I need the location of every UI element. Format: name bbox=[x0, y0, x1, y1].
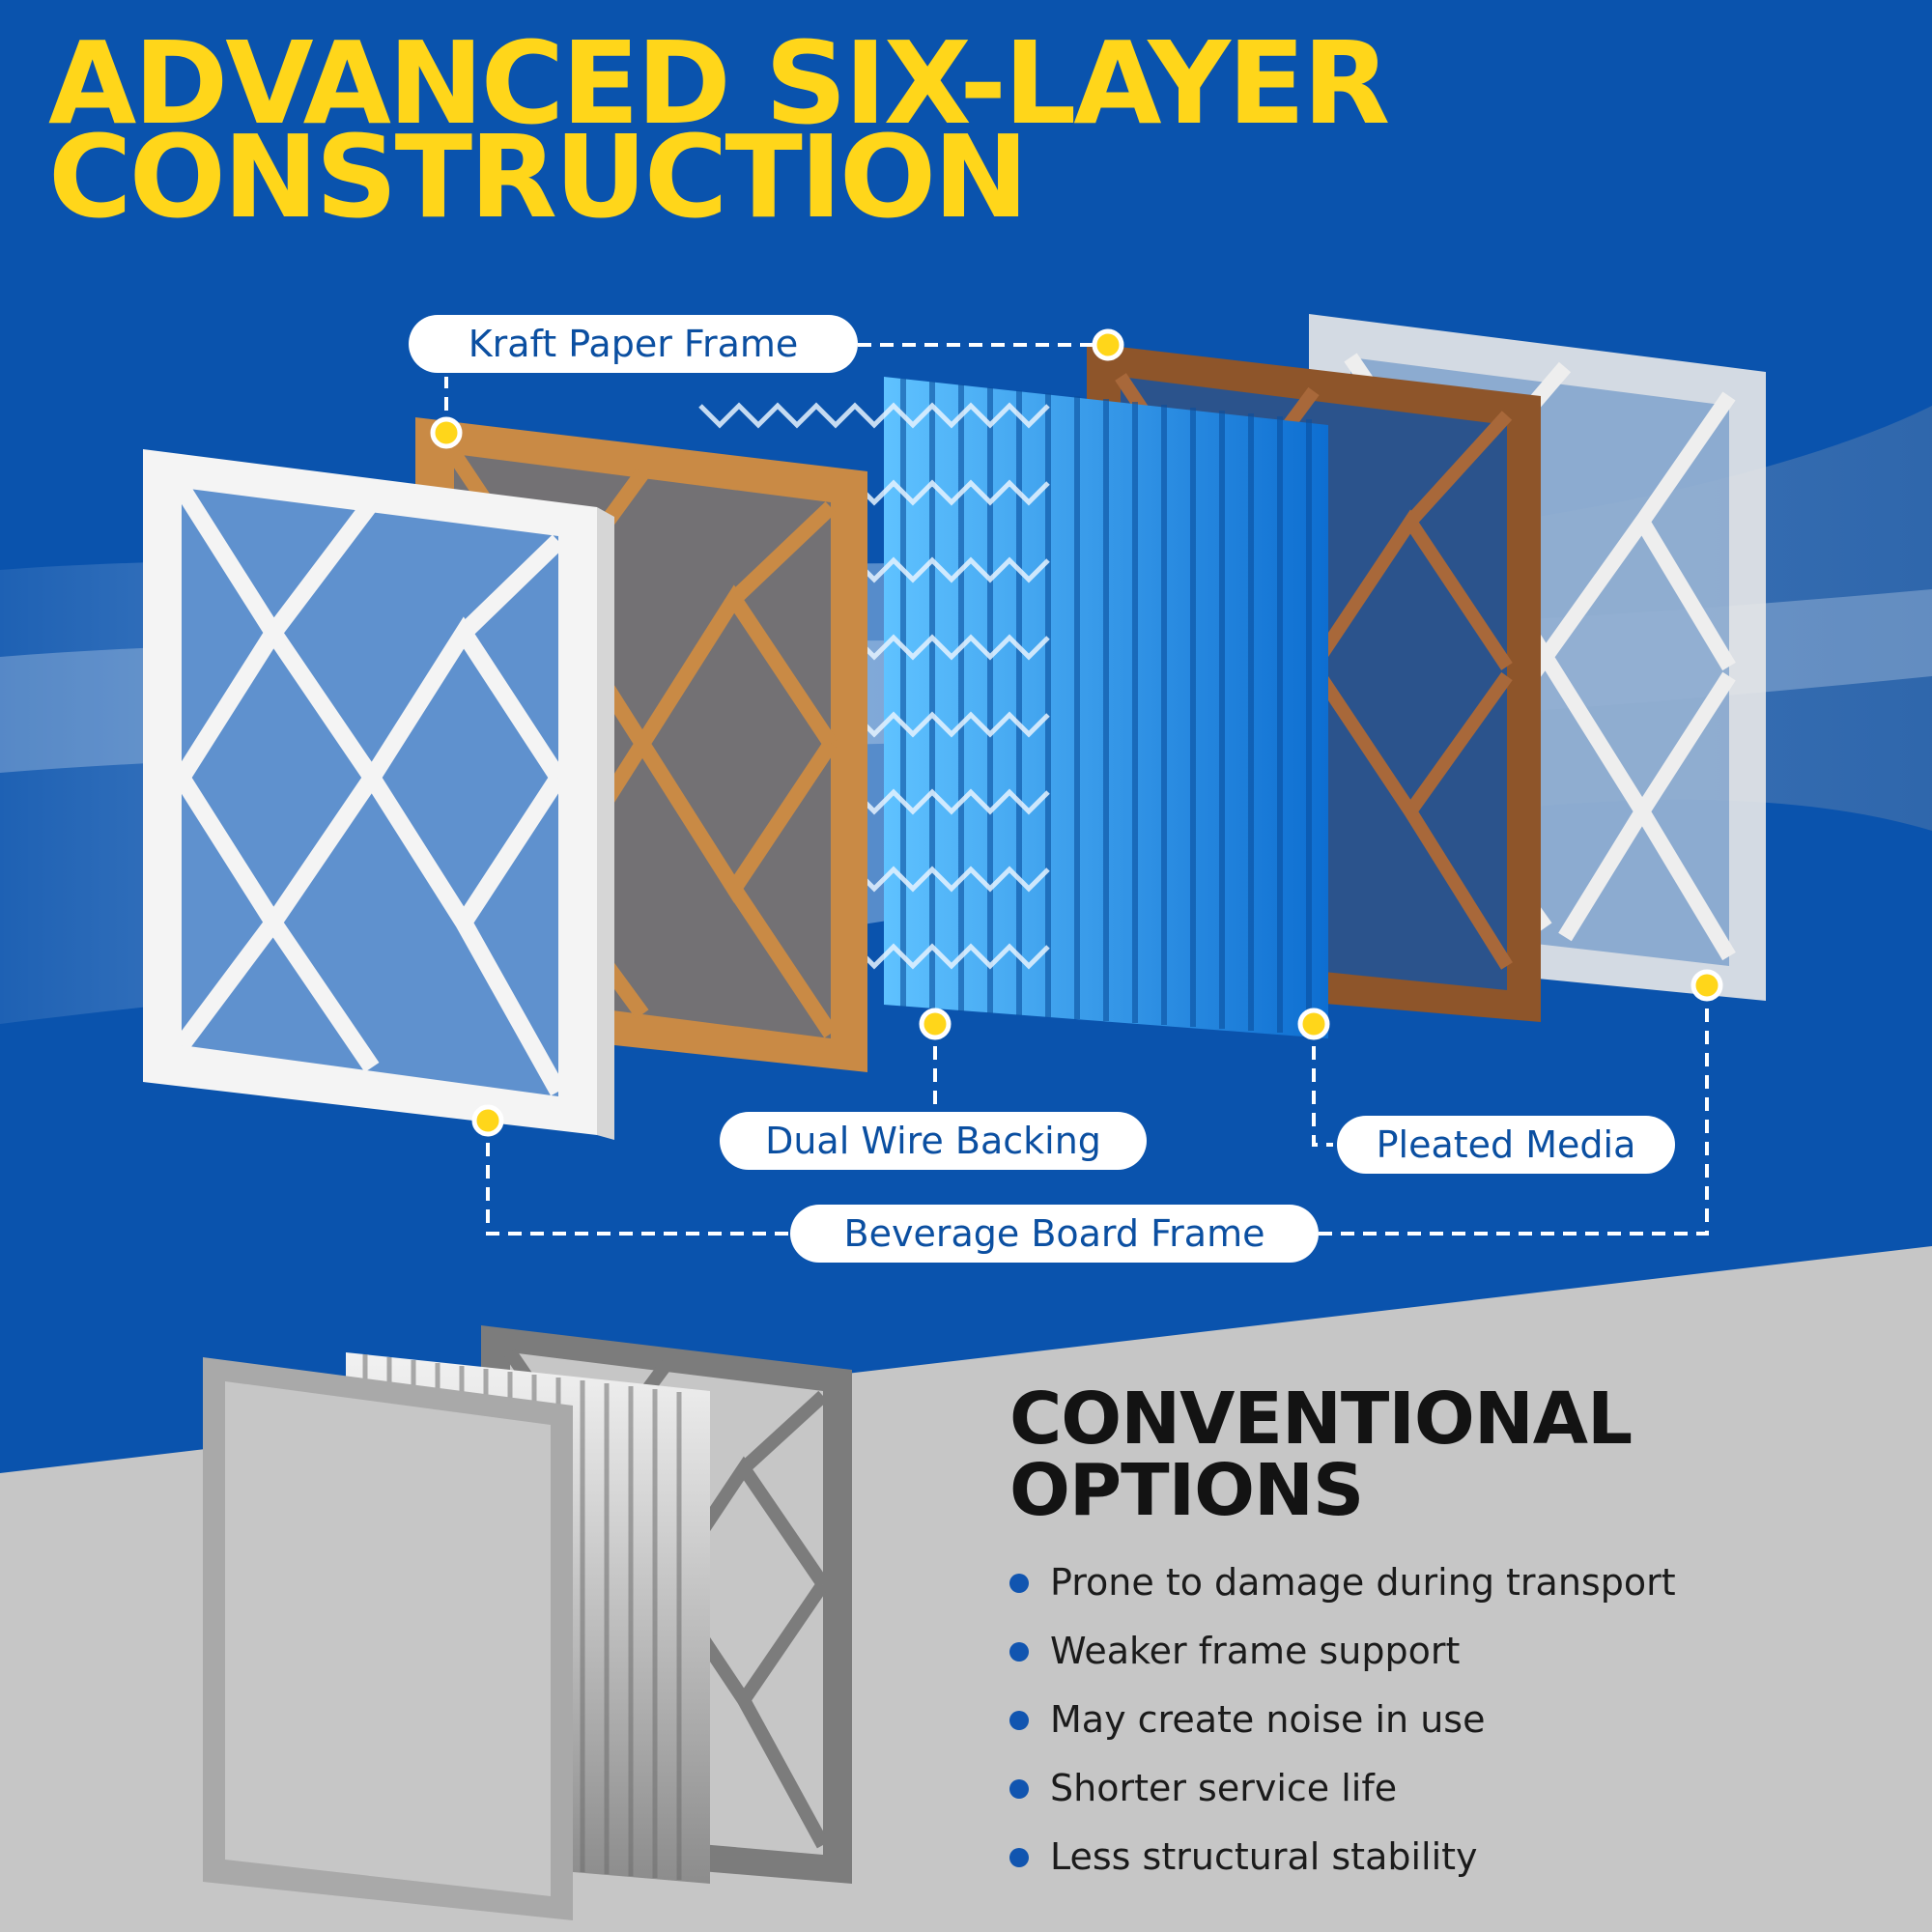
list-item: Weaker frame support bbox=[1009, 1617, 1676, 1686]
conventional-filter-illustration bbox=[203, 1325, 852, 1920]
bullet-dot-icon bbox=[1009, 1848, 1029, 1867]
conventional-drawbacks-list: Prone to damage during transport Weaker … bbox=[1009, 1548, 1676, 1891]
marker-kraft-front bbox=[430, 416, 463, 449]
conventional-title-line-2: OPTIONS bbox=[1009, 1449, 1364, 1532]
marker-pleat bbox=[1297, 1008, 1330, 1040]
list-item: Less structural stability bbox=[1009, 1823, 1676, 1891]
pleated-media bbox=[884, 377, 1328, 1038]
marker-wire bbox=[919, 1008, 952, 1040]
headline-line-2: CONSTRUCTION bbox=[48, 109, 1029, 243]
bullet-dot-icon bbox=[1009, 1779, 1029, 1799]
bullet-dot-icon bbox=[1009, 1711, 1029, 1730]
marker-dots bbox=[430, 328, 1723, 1137]
list-item-text: Shorter service life bbox=[1050, 1767, 1398, 1809]
front-white-frame bbox=[143, 449, 614, 1140]
pleated-media-label: Pleated Media bbox=[1337, 1116, 1675, 1174]
list-item-text: May create noise in use bbox=[1050, 1698, 1486, 1741]
bullet-dot-icon bbox=[1009, 1642, 1029, 1662]
conventional-title-line-1: CONVENTIONAL bbox=[1009, 1378, 1633, 1461]
dual-wire-backing-label: Dual Wire Backing bbox=[720, 1112, 1147, 1170]
list-item: Shorter service life bbox=[1009, 1754, 1676, 1823]
list-item: May create noise in use bbox=[1009, 1686, 1676, 1754]
kraft-paper-frame-label: Kraft Paper Frame bbox=[409, 315, 858, 373]
conventional-options-title: CONVENTIONAL OPTIONS bbox=[1009, 1378, 1633, 1532]
list-item: Prone to damage during transport bbox=[1009, 1548, 1676, 1617]
headline-line-1: ADVANCED SIX-LAYER bbox=[48, 16, 1390, 150]
bullet-dot-icon bbox=[1009, 1574, 1029, 1593]
marker-kraft-back bbox=[1092, 328, 1124, 361]
beverage-board-frame-label: Beverage Board Frame bbox=[790, 1205, 1319, 1263]
marker-board-back bbox=[1690, 969, 1723, 1002]
marker-board-front bbox=[471, 1104, 504, 1137]
list-item-text: Less structural stability bbox=[1050, 1835, 1478, 1878]
headline: ADVANCED SIX-LAYER CONSTRUCTION bbox=[48, 16, 1390, 243]
list-item-text: Prone to damage during transport bbox=[1050, 1561, 1676, 1604]
list-item-text: Weaker frame support bbox=[1050, 1630, 1461, 1672]
